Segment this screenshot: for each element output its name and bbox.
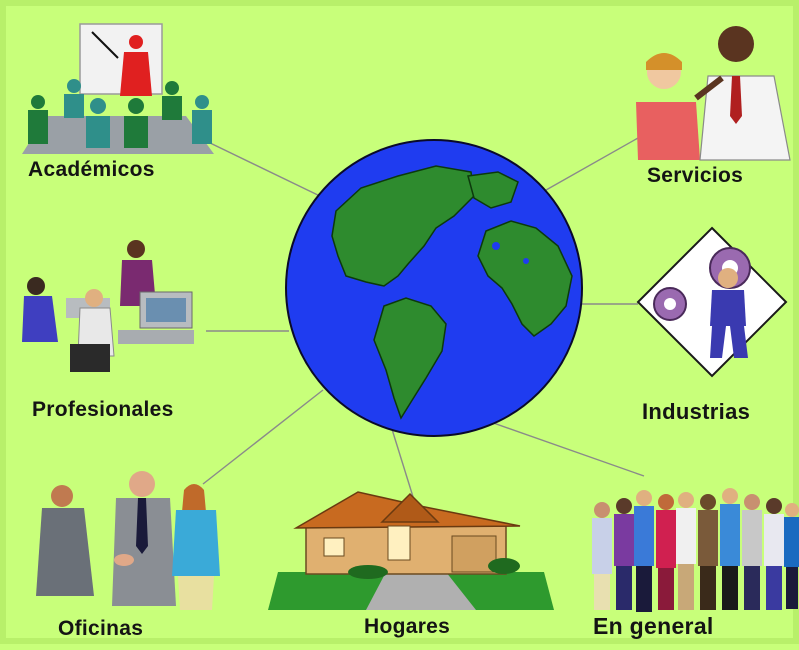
connector-oficinas	[202, 389, 324, 485]
label-industrias: Industrias	[642, 399, 751, 424]
profesionales-illustration	[22, 240, 194, 372]
label-oficinas: Oficinas	[58, 617, 144, 640]
label-academicos: Académicos	[28, 158, 155, 181]
globe-icon	[285, 139, 583, 437]
oficinas-illustration	[36, 471, 220, 610]
label-servicios: Servicios	[647, 164, 744, 187]
academicos-illustration	[22, 23, 214, 154]
label-en-general: En general	[593, 613, 714, 639]
servicios-illustration	[636, 26, 791, 161]
connector-servicios	[538, 137, 639, 195]
connector-hogares	[390, 425, 415, 501]
connector-academicos	[205, 140, 325, 199]
en-general-illustration	[592, 488, 799, 612]
hogares-illustration	[268, 491, 554, 610]
diagram-artwork	[22, 23, 799, 612]
connectors	[202, 137, 645, 501]
industrias-illustration	[636, 226, 788, 378]
label-profesionales: Profesionales	[32, 398, 174, 421]
connector-general	[481, 418, 645, 477]
label-hogares: Hogares	[364, 615, 451, 638]
